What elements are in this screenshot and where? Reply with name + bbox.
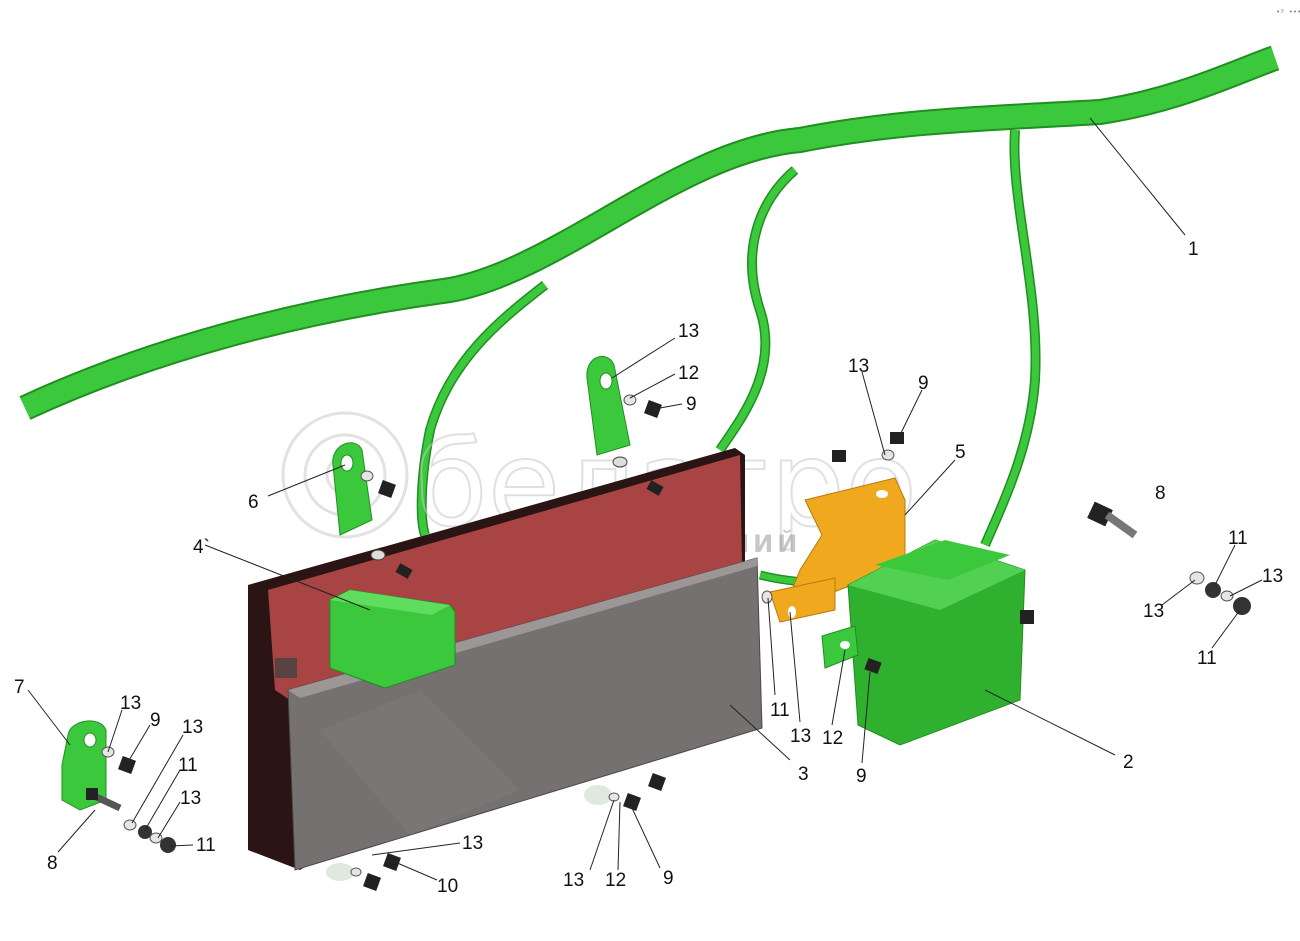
- label-r-13-left: 13: [1143, 601, 1164, 622]
- leader-lines: [27, 117, 1263, 881]
- label-8-left: 8: [47, 853, 58, 874]
- hardware-left: [101, 746, 176, 853]
- label-r-13-right: 13: [1262, 566, 1283, 587]
- label-5: 5: [955, 442, 966, 463]
- label-8-right: 8: [1155, 483, 1166, 504]
- hardware-bottom-mid: [584, 773, 666, 811]
- relay-box: [821, 539, 1034, 746]
- hardware-bottom-left: [326, 853, 401, 891]
- label-2: 2: [1123, 752, 1134, 773]
- part-labels: 1 2 3 4` 5 6 7 8 8 10 13 12 9 13 9 11 13…: [14, 239, 1283, 897]
- label-bm-9: 9: [663, 868, 674, 889]
- label-bm-12: 12: [605, 870, 626, 891]
- label-lb-11: 11: [178, 755, 198, 776]
- bolt-8-left: [86, 788, 122, 812]
- label-lb-13: 13: [120, 693, 141, 714]
- harness-branch-right: [981, 129, 1040, 547]
- label-b-13: 13: [462, 833, 483, 854]
- hardware-right: [1189, 571, 1251, 615]
- bracket-mid: [586, 355, 631, 456]
- label-c-13: 13: [790, 726, 811, 747]
- wire-harness: [19, 45, 1280, 588]
- label-lb-9: 9: [150, 710, 161, 731]
- label-r-11-bottom: 11: [1197, 648, 1217, 669]
- label-c-9: 9: [856, 766, 867, 787]
- label-c-11: 11: [770, 700, 790, 721]
- bracket-small-7: [61, 720, 107, 811]
- harness-branch-mid: [717, 167, 798, 452]
- label-mid-9: 9: [918, 373, 929, 394]
- bracket-left: [332, 442, 373, 536]
- label-4: 4`: [193, 537, 210, 558]
- label-7: 7: [14, 677, 25, 698]
- corner-mark: •º •••: [1276, 8, 1300, 16]
- label-10: 10: [437, 876, 458, 897]
- label-1: 1: [1188, 239, 1199, 260]
- bolt-8-right: [1087, 501, 1138, 539]
- label-c-12: 12: [822, 728, 843, 749]
- label-top-13: 13: [678, 321, 699, 342]
- label-lb-11b: 11: [196, 835, 216, 856]
- label-top-12: 12: [678, 363, 699, 384]
- label-r-11-top: 11: [1228, 528, 1248, 549]
- label-bm-13: 13: [563, 870, 584, 891]
- main-block: [248, 448, 763, 871]
- label-lb-13c: 13: [180, 788, 201, 809]
- label-top-9: 9: [686, 394, 697, 415]
- harness-trunk: [20, 47, 1279, 418]
- label-mid-13: 13: [848, 356, 869, 377]
- label-lb-13b: 13: [182, 717, 203, 738]
- harness-branch-left: [418, 282, 548, 537]
- block-connector: [329, 589, 456, 689]
- label-6: 6: [248, 492, 259, 513]
- label-3: 3: [798, 764, 809, 785]
